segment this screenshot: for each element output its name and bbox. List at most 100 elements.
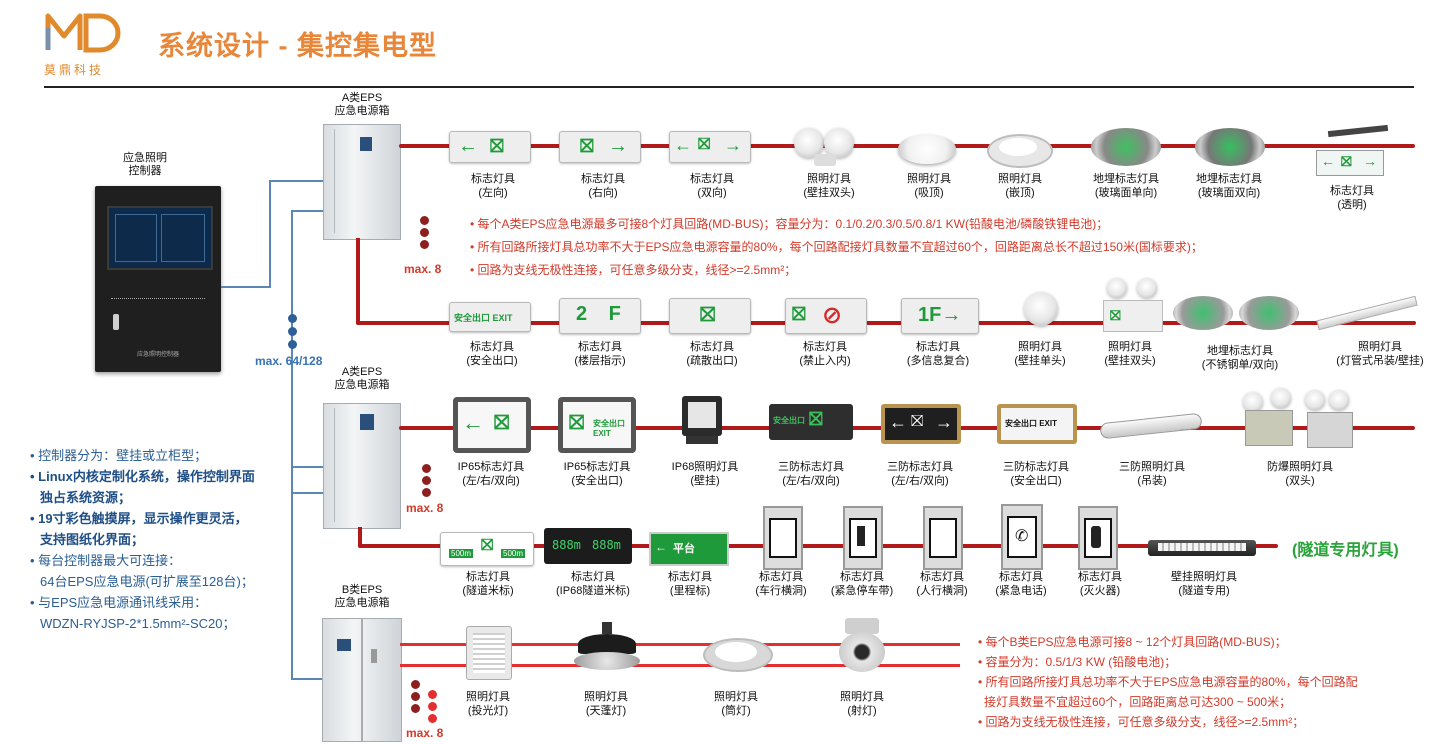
- multi-info-sign-icon: 1F→: [901, 298, 979, 334]
- controller-notes: • 控制器分为：壁挂或立柜型； • Linux内核定制化系统，操作控制界面 独占…: [30, 445, 255, 634]
- single-head-lamp-icon: [1022, 290, 1062, 334]
- eps-cabinet-b: [322, 618, 402, 742]
- row3-label: IP65标志灯具(左/右/双向): [457, 461, 525, 487]
- note-b-2: • 容量分为：0.5/1/3 KW (铅酸电池)；: [978, 655, 1177, 669]
- note-a-3: • 回路为支线无极性连接，可任意多级分支，线径>=2.5mm²；: [470, 263, 797, 277]
- ip68-flood-lamp-icon: [680, 396, 728, 452]
- floor-sign-double-icon: [1195, 128, 1265, 166]
- row4-label: 标志灯具(紧急电话): [995, 571, 1047, 597]
- flood-light-icon: [466, 626, 512, 684]
- row1-label: 照明灯具(嵌顶): [998, 173, 1042, 199]
- row4-label: 标志灯具(紧急停车带): [830, 571, 894, 597]
- row4-label: 标志灯具(里程标): [668, 571, 712, 597]
- tri-proof-sign-safety-icon: 安全出口 EXIT: [997, 404, 1077, 444]
- recessed-lamp-icon: [987, 130, 1053, 168]
- emergency-stop-sign-icon: [843, 506, 883, 570]
- controller-screen: [107, 206, 213, 270]
- floor-sign-steel-icon: [1173, 294, 1303, 334]
- floor-sign-single-icon: [1091, 128, 1161, 166]
- controller-note: 支持图纸化界面；: [40, 532, 145, 547]
- twin-head-exit-lamp-icon: ⛝: [1103, 278, 1163, 336]
- controller-lock-icon: [113, 314, 119, 330]
- controller-note: • Linux内核定制化系统，操作控制界面: [30, 469, 255, 484]
- eps-cabinet-a1: [323, 124, 401, 240]
- row4-label: 标志灯具(灭火器): [1078, 571, 1122, 597]
- controller-plate: 应急照明控制器: [136, 352, 179, 358]
- tunnel-lamps-label: (隧道专用灯具): [1292, 542, 1399, 559]
- exit-sign-left-icon: ← ⛝: [449, 131, 531, 163]
- row5-label: 照明灯具(射灯): [840, 691, 884, 717]
- tube-lamp-icon: [1316, 295, 1418, 331]
- max-a2-label: max. 8: [406, 501, 444, 515]
- ip65-sign-safety-icon: ⛝ 安全出口 EXIT: [558, 397, 636, 453]
- link-dot: [288, 340, 297, 349]
- exit-sign-right-icon: ⛝ →: [559, 131, 641, 163]
- controller-note: 64台EPS应急电源(可扩展至128台)；: [40, 574, 254, 589]
- tri-proof-tube-lamp-icon: [1099, 410, 1204, 440]
- fire-extinguisher-sign-icon: [1078, 506, 1118, 570]
- exit-sign-safety-icon: 安全出口 EXIT: [449, 302, 531, 332]
- controller-label: 应急照明 控制器: [123, 152, 167, 177]
- row2-label: 标志灯具(疏散出口): [686, 341, 738, 367]
- notes-a: • 每个A类EPS应急电源最多可接8个灯具回路(MD-BUS)；容量分为：0.1…: [470, 213, 1203, 282]
- controller-note: • 控制器分为：壁挂或立柜型；: [30, 448, 208, 463]
- link-dot: [288, 314, 297, 323]
- row2-label: 标志灯具(多信息复合): [906, 341, 970, 367]
- pedestrian-crossover-sign-icon: [923, 506, 963, 570]
- row2-label: 照明灯具(壁挂单头): [1014, 341, 1066, 367]
- row2-label: 照明灯具(壁挂双头): [1104, 341, 1156, 367]
- row3-label: 三防标志灯具(安全出口): [1003, 461, 1069, 487]
- tunnel-meter-sign-icon: 500m ⛝ 500m: [440, 532, 534, 566]
- controller-note: WDZN-RYJSP-2*1.5mm²-SC20；: [40, 616, 236, 631]
- row4-label: 标志灯具(隧道米标): [462, 571, 514, 597]
- note-b-4: 接灯具数量不宜超过60个，回路距离总可达300 ~ 500米；: [984, 695, 1292, 709]
- note-b-5: • 回路为支线无极性连接，可任意多级分支，线径>=2.5mm²；: [978, 715, 1305, 729]
- row3-label: 防爆照明灯具(双头): [1267, 461, 1333, 487]
- row2-label: 标志灯具(楼层指示): [574, 341, 626, 367]
- logo: 莫鼎科技: [44, 10, 124, 77]
- eps-cabinet-a2: [323, 403, 401, 529]
- max-b-label: max. 8: [406, 726, 444, 740]
- row3-label: IP65标志灯具(安全出口): [563, 461, 631, 487]
- max-a1-label: max. 8: [404, 262, 442, 276]
- row2-label: 地埋标志灯具(不锈钢单/双向): [1201, 345, 1279, 371]
- bus-line-row4: [358, 544, 1278, 548]
- row1-label: 照明灯具(壁挂双头): [803, 173, 855, 199]
- note-b-1: • 每个B类EPS应急电源可接8 ~ 12个灯具回路(MD-BUS)；: [978, 635, 1287, 649]
- row5-label: 照明灯具(投光灯): [466, 691, 510, 717]
- row1-label: 标志灯具(右向): [581, 173, 625, 199]
- row3-label: IP68照明灯具(壁挂): [671, 461, 739, 487]
- no-entry-sign-icon: ⛝ ⊘: [785, 298, 867, 334]
- row4-label: 壁挂照明灯具(隧道专用): [1171, 571, 1237, 597]
- floor-indicator-sign-icon: 2 F: [559, 298, 641, 334]
- row1-label: 标志灯具(左向): [471, 173, 515, 199]
- twin-head-lamp-icon: [794, 126, 858, 168]
- row3-label: 三防标志灯具(左/右/双向): [778, 461, 844, 487]
- row2-label: 标志灯具(禁止入内): [799, 341, 851, 367]
- explosion-proof-lamp-icon: [1243, 388, 1353, 450]
- row4-label: 标志灯具(IP68隧道米标): [556, 571, 630, 597]
- row2-label: 标志灯具(安全出口): [466, 341, 518, 367]
- controller-cabinet: 应急照明控制器: [95, 186, 221, 372]
- tri-proof-sign-direction-icon: 安全出口 ⛝: [769, 404, 853, 440]
- row2-label: 照明灯具(灯管式吊装/壁挂): [1336, 341, 1424, 367]
- controller-note: • 19寸彩色触摸屏，显示操作更灵活，: [30, 511, 248, 526]
- note-a-2: • 所有回路所接灯具总功率不大于EPS应急电源容量的80%，每个回路配接灯具数量…: [470, 240, 1203, 254]
- row4-label: 标志灯具(人行横洞): [916, 571, 968, 597]
- bus-line-row2: [356, 321, 1416, 325]
- downlight-icon: [703, 632, 773, 672]
- exit-sign-both-icon: ← ⛝ →: [669, 131, 751, 163]
- note-a-1: • 每个A类EPS应急电源最多可接8个灯具回路(MD-BUS)；容量分为：0.1…: [470, 217, 1109, 231]
- bus-line-row5-b: [400, 664, 960, 667]
- row3-label: 三防标志灯具(左/右/双向): [887, 461, 953, 487]
- header-divider: [44, 86, 1414, 88]
- high-bay-light-icon: [572, 622, 642, 678]
- row1-label: 标志灯具(双向): [690, 173, 734, 199]
- row5-label: 照明灯具(天蓬灯): [584, 691, 628, 717]
- tunnel-wall-lamp-icon: [1148, 538, 1260, 560]
- cabinet-a2-label: A类EPS 应急电源箱: [334, 366, 390, 391]
- row1-label: 地埋标志灯具(玻璃面双向): [1196, 173, 1262, 199]
- row1-label: 标志灯具(透明): [1330, 185, 1374, 211]
- transparent-sign-icon: ← ⛝ →: [1308, 124, 1396, 178]
- controller-note: 独占系统资源；: [40, 490, 132, 505]
